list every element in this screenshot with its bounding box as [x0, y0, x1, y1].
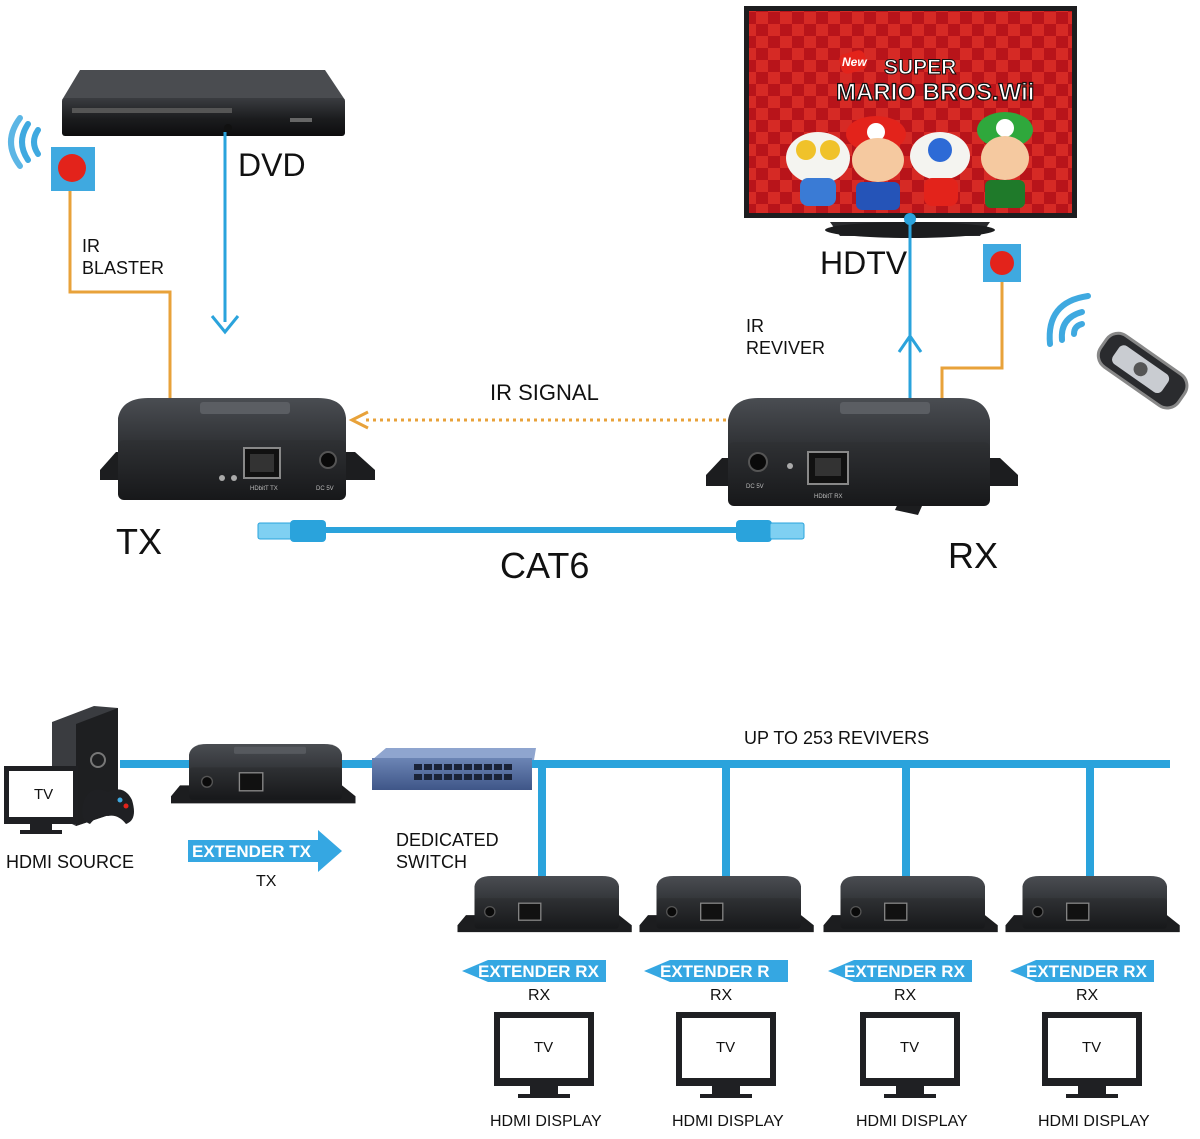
- hdmi-arrow-down: [210, 315, 240, 335]
- ir-receiver-label-2: REVIVER: [746, 338, 825, 358]
- remote-control-icon: [1096, 331, 1189, 410]
- ir-blaster-icon: [51, 147, 95, 191]
- hdtv-label: HDTV: [820, 245, 908, 281]
- tx-label: TX: [116, 521, 162, 562]
- ir-receiver-icon: [983, 244, 1021, 282]
- receiver-4: EXTENDER RX RX TV HDMI DISPLAY: [1005, 876, 1180, 1130]
- remote-wifi-icon: [1046, 293, 1091, 347]
- drop-line-1: [538, 764, 546, 876]
- ir-blaster-label-1: IR: [82, 236, 100, 256]
- ir-receiver-cable: [940, 282, 1004, 400]
- ir-receiver-label-1: IR: [746, 316, 764, 336]
- bottom-tx-label: TX: [256, 873, 277, 890]
- tx-port-label: HDbitT TX: [250, 486, 278, 492]
- receiver-1: EXTENDER RX RX TV HDMI DISPLAY: [457, 876, 632, 1130]
- receiver-2-arrow-label: EXTENDER R: [660, 962, 770, 981]
- hdmi-source-tv: [4, 766, 78, 834]
- receiver-2-rx-label: RX: [710, 987, 733, 1004]
- network-backbone-line: [120, 760, 1170, 768]
- receiver-4-arrow-label: EXTENDER RX: [1026, 962, 1148, 981]
- receiver-3-display-label: HDMI DISPLAY: [856, 1113, 968, 1130]
- hdmi-source-label: HDMI SOURCE: [6, 852, 134, 872]
- dedicated-switch: [372, 748, 536, 790]
- ir-signal-label: IR SIGNAL: [490, 380, 599, 405]
- dvd-player: [62, 70, 345, 136]
- receiver-3: EXTENDER RX RX TV HDMI DISPLAY: [823, 876, 998, 1130]
- dvd-label: DVD: [238, 147, 306, 183]
- rx-label: RX: [948, 535, 998, 576]
- gamepad-icon: [82, 789, 134, 824]
- extender-tx-arrow: [188, 830, 342, 872]
- cat6-label: CAT6: [500, 545, 589, 586]
- switch-label-2: SWITCH: [396, 852, 467, 872]
- tv-screen-badge: New: [842, 55, 867, 69]
- rx-port-label: HDbitT RX: [814, 494, 843, 500]
- receiver-1-arrow-label: EXTENDER RX: [478, 962, 600, 981]
- receiver-1-display-label: HDMI DISPLAY: [490, 1113, 602, 1130]
- receiver-4-display-label: HDMI DISPLAY: [1038, 1113, 1150, 1130]
- switch-label-1: DEDICATED: [396, 830, 499, 850]
- receiver-3-rx-label: RX: [894, 987, 917, 1004]
- receiver-2: EXTENDER R RX TV HDMI DISPLAY: [639, 876, 814, 1130]
- tv-screen-title-2: MARIO BROS.Wii: [836, 79, 1034, 106]
- source-tv-label: TV: [34, 786, 53, 803]
- rx-extender-device: DC 5V HDbitT RX: [706, 398, 1018, 515]
- ir-signal-arrowhead: [348, 410, 369, 430]
- receiver-4-rx-label: RX: [1076, 987, 1099, 1004]
- receiver-1-rx-label: RX: [528, 987, 551, 1004]
- hdmi-arrow-up: [897, 333, 923, 353]
- drop-line-4: [1086, 764, 1094, 876]
- receiver-3-arrow-label: EXTENDER RX: [844, 962, 966, 981]
- bottom-tx-device: [171, 744, 356, 804]
- receiver-4-tv-label: TV: [1082, 1039, 1101, 1056]
- receiver-1-tv-label: TV: [534, 1039, 553, 1056]
- receiver-2-tv-label: TV: [716, 1039, 735, 1056]
- tx-extender-device: HDbitT TX DC 5V: [100, 398, 375, 500]
- tv-screen-title-1: SUPER: [884, 56, 956, 79]
- receiver-3-tv-label: TV: [900, 1039, 919, 1056]
- network-label: UP TO 253 REVIVERS: [744, 728, 929, 748]
- receiver-2-display-label: HDMI DISPLAY: [672, 1113, 784, 1130]
- ir-blaster-label-2: BLASTER: [82, 258, 164, 278]
- ir-blaster-cable: [68, 191, 172, 400]
- rx-power-label: DC 5V: [746, 484, 764, 490]
- drop-line-2: [722, 764, 730, 876]
- ir-blaster-wifi-icon: [8, 115, 41, 169]
- hdtv: New SUPER MARIO BROS.Wii: [744, 6, 1077, 238]
- cat6-cable: [257, 520, 805, 542]
- drop-line-3: [902, 764, 910, 876]
- tx-power-label: DC 5V: [316, 486, 334, 492]
- extender-tx-arrow-label: EXTENDER TX: [192, 842, 312, 861]
